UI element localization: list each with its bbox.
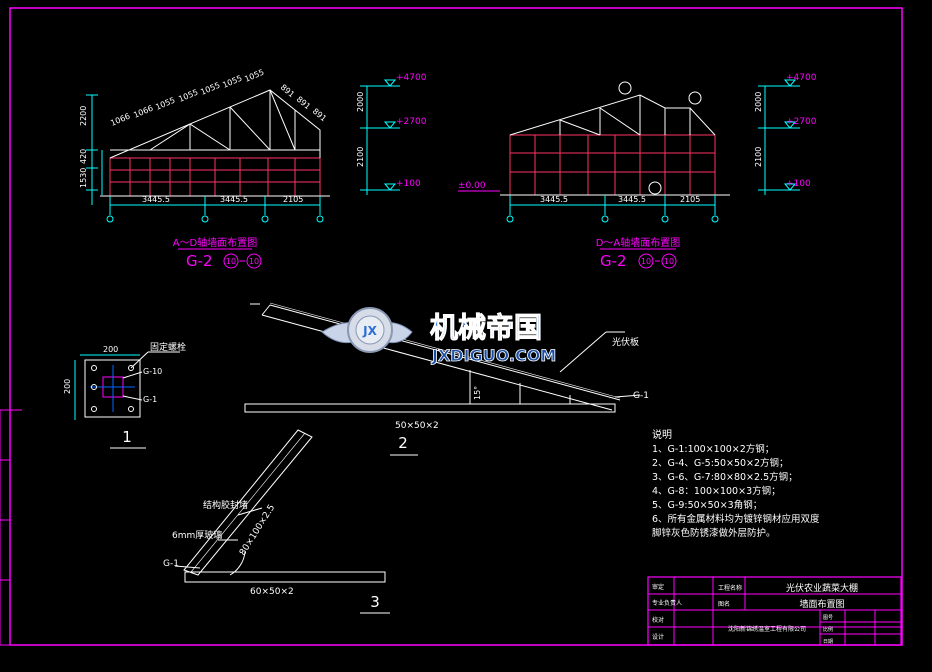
role-label: 校对 — [652, 616, 664, 624]
elevation-d-spans: 3445.5 3445.5 2105 — [540, 195, 700, 204]
dim-label: 1055 — [154, 96, 176, 112]
dim-label: 891 — [311, 107, 328, 124]
span-label: 3445.5 — [220, 195, 248, 204]
span-label: 3445.5 — [142, 195, 170, 204]
note-item: 6、所有金属材料均为镀锌钢材应用双度 — [652, 513, 820, 525]
callout-bolt: 固定螺栓 — [150, 341, 186, 353]
callout-g1: G-1 — [143, 395, 157, 404]
watermark-cn: 机械帝国 — [430, 311, 542, 344]
elevation-a-title: A～D轴墙面布置图 — [173, 236, 258, 249]
dim-label: 891 — [279, 83, 296, 100]
dim-label: 50×50×2 — [395, 421, 439, 431]
callout-g1: G-1 — [633, 391, 649, 401]
small-label: 图号 — [823, 615, 833, 621]
grid-label: G-2 — [186, 252, 213, 270]
note-item: 脚锌灰色防锈漆做外层防护。 — [652, 527, 776, 539]
circle-number: 10 — [226, 257, 236, 266]
detail-1: 200 200 固定螺栓 G-10 G-1 1 — [63, 341, 186, 449]
detail-3: 结构胶封堵 6mm厚玻璃 G-1 80×100×2.5 60×50×2 3 — [163, 429, 390, 614]
note-item: 2、G-4、G-5:50×50×2方钢； — [652, 457, 789, 469]
dim-label: 1055 — [243, 68, 265, 84]
ground-level: ±0.00 — [458, 181, 486, 191]
elevation-a-side-dims: 2200 420 1530 — [79, 106, 88, 188]
dim-label: 1066 — [132, 104, 154, 120]
dim-label: 1066 — [109, 112, 131, 128]
callout-g10: G-10 — [143, 367, 162, 376]
levels-d: +4700 +2700 +100 2000 2100 — [754, 73, 817, 195]
company-name: 沈阳新锦绣温室工程有限公司 — [728, 625, 806, 633]
role-label: 设计 — [652, 633, 664, 641]
small-label: 比例 — [823, 626, 833, 633]
left-stamp-strip — [0, 409, 11, 646]
role-label: 审定 — [652, 583, 664, 591]
level-mid: +2700 — [396, 117, 427, 127]
dim-label: 1055 — [177, 88, 199, 104]
dim-label: 1530 — [79, 168, 88, 188]
dim-label: 1055 — [199, 81, 221, 97]
callout-g1: G-1 — [163, 559, 179, 569]
note-item: 5、G-9:50×50×3角钢； — [652, 499, 762, 511]
note-item: 3、G-6、G-7:80×80×2.5方钢； — [652, 471, 798, 483]
level-dim: 2100 — [754, 147, 763, 167]
circle-number: 10 — [641, 257, 651, 266]
level-mid: +2700 — [786, 117, 817, 127]
elevation-a-label: G-2 10 10 — [186, 252, 262, 270]
span-label: 2105 — [680, 195, 700, 204]
role-label: 专业负责人 — [652, 599, 682, 607]
watermark-badge: JX — [362, 324, 377, 338]
circle-number: 10 — [664, 257, 674, 266]
level-low: +100 — [786, 179, 811, 189]
project-label: 工程名称 — [718, 584, 742, 592]
angle-label: 15° — [473, 386, 482, 400]
elevation-d-label: G-2 10 10 — [600, 252, 677, 270]
dim-label: 2200 — [79, 106, 88, 126]
level-top: +4700 — [786, 73, 817, 83]
detail-number: 3 — [370, 593, 380, 611]
span-label: 3445.5 — [540, 195, 568, 204]
level-top: +4700 — [396, 73, 427, 83]
level-dim: 2100 — [356, 147, 365, 167]
notes: 说明 1、G-1:100×100×2方钢； 2、G-4、G-5:50×50×2方… — [652, 428, 820, 539]
callout-panel: 光伏板 — [612, 336, 639, 348]
project-name: 光伏农业蔬菜大棚 — [786, 582, 858, 594]
title-block: 审定 专业负责人 校对 设计 工程名称 图名 光伏农业蔬菜大棚 墙面布置图 沈阳… — [647, 576, 902, 646]
notes-heading: 说明 — [652, 428, 672, 441]
note-item: 4、G-8：100×100×3方钢； — [652, 485, 781, 497]
level-dim: 2000 — [356, 92, 365, 112]
span-label: 2105 — [283, 195, 303, 204]
circle-number: 10 — [249, 257, 259, 266]
dim-label: 80×100×2.5 — [238, 503, 277, 558]
grid-label: G-2 — [600, 252, 627, 270]
small-label: 日期 — [823, 639, 833, 645]
watermark: JX 机械帝国 JXDIGUO.COM — [321, 307, 557, 365]
callout-glue: 结构胶封堵 — [203, 499, 248, 511]
span-label: 3445.5 — [618, 195, 646, 204]
detail-number: 1 — [122, 428, 132, 446]
dim-label: 891 — [295, 95, 312, 112]
detail-2: 光伏板 G-1 15° 50×50×2 2 — [244, 302, 649, 456]
dim-label: 200 — [63, 379, 72, 394]
dim-label: 420 — [79, 149, 88, 164]
level-dim: 2000 — [754, 92, 763, 112]
elevation-d-title: D～A轴墙面布置图 — [596, 236, 681, 249]
elevation-a-spans: 3445.5 3445.5 2105 — [142, 195, 303, 204]
detail-number: 2 — [398, 434, 408, 452]
drawing-name: 墙面布置图 — [799, 598, 844, 610]
callout-glass: 6mm厚玻璃 — [172, 529, 222, 541]
watermark-en: JXDIGUO.COM — [431, 346, 556, 365]
drawing-frame — [9, 7, 903, 646]
levels-a: +4700 +2700 +100 2000 2100 — [356, 73, 427, 195]
note-item: 1、G-1:100×100×2方钢； — [652, 443, 774, 455]
elevation-a — [86, 89, 330, 223]
dim-label: 200 — [103, 345, 118, 354]
dim-label: 60×50×2 — [250, 587, 294, 597]
dim-label: 1055 — [221, 74, 243, 90]
elevation-d — [500, 81, 730, 223]
level-low: +100 — [396, 179, 421, 189]
drawing-label: 图名 — [718, 600, 730, 608]
